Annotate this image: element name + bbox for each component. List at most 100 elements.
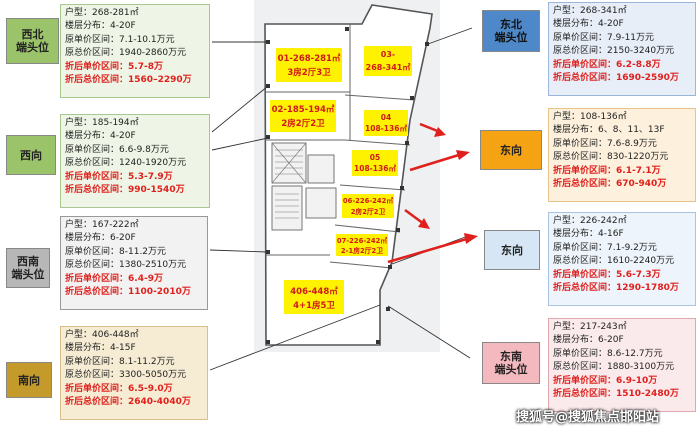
- tag-southwest: 西南 端头位: [6, 248, 50, 288]
- direction-arrows: [387, 122, 478, 264]
- orig-total-value: 2150-3240万元: [607, 46, 675, 57]
- disc-total-label: 折后总价区间：: [65, 185, 129, 196]
- floors-value: 4-20F: [110, 131, 136, 142]
- unit-07-line1: 07-226-242㎡: [337, 236, 387, 245]
- floors-label: 楼层分布：: [65, 233, 111, 244]
- floors-label: 楼层分布：: [553, 229, 599, 240]
- unit-03-line1: 03-: [381, 50, 395, 59]
- disc-total-label: 折后总价区间：: [553, 389, 617, 400]
- disc-unit-value: 6.4-9万: [128, 273, 163, 284]
- unit-01-line1: 01-268-281㎡: [278, 53, 341, 64]
- disc-unit-value: 6.9-10万: [616, 375, 658, 386]
- disc-unit-label: 折后单价区间：: [65, 383, 129, 394]
- floors-value: 4-20F: [598, 19, 624, 30]
- disc-unit-value: 6.1-7.1万: [616, 165, 661, 176]
- watermark: 搜狐号@搜狐焦点邯阳站: [516, 410, 660, 425]
- building-outline: [264, 4, 433, 346]
- orig-total-value: 830-1220万元: [607, 152, 669, 163]
- type-label: 户型：: [65, 220, 93, 230]
- orig-unit-label: 原单价区间：: [553, 242, 608, 253]
- floors-value: 4-15F: [110, 343, 136, 354]
- tag-east-1: 东向: [480, 130, 542, 170]
- unit-labels: 01-268-281㎡ 3房2厅3卫 03- 268-341㎡ 02-185-1…: [270, 46, 412, 314]
- orig-unit-label: 原单价区间：: [65, 34, 120, 45]
- orig-total-value: 1880-3100万元: [607, 362, 675, 373]
- floors-label: 楼层分布：: [65, 131, 111, 142]
- orig-unit-value: 7.1-9.2万元: [607, 242, 657, 253]
- unit-05-label[interactable]: [352, 150, 398, 176]
- orig-total-label: 原总价区间：: [553, 362, 608, 373]
- unit-06-line2: 2房2厅2卫: [351, 207, 386, 216]
- info-northwest: 户型：268-281㎡ 楼层分布：4-20F 原单价区间：7.1-10.1万元 …: [60, 4, 210, 98]
- unit-08-label[interactable]: [284, 280, 344, 314]
- orig-total-label: 原总价区间：: [553, 46, 608, 57]
- type-value: 167-222㎡: [92, 220, 139, 230]
- disc-total-value: 670-940万: [616, 179, 667, 190]
- unit-04-label[interactable]: [364, 110, 408, 136]
- orig-unit-label: 原单价区间：: [553, 138, 608, 149]
- orig-total-label: 原总价区间：: [65, 260, 120, 271]
- disc-unit-label: 折后单价区间：: [65, 61, 129, 72]
- orig-total-label: 原总价区间：: [65, 370, 120, 381]
- orig-total-label: 原总价区间：: [65, 158, 120, 169]
- unit-04-line2: 108-136㎡: [365, 123, 407, 133]
- orig-total-value: 1940-2860万元: [119, 48, 187, 59]
- type-label: 户型：: [553, 112, 581, 122]
- info-east-1: 户型：108-136㎡ 楼层分布：6、8、11、13F 原单价区间：7.6-8.…: [548, 108, 696, 202]
- orig-total-label: 原总价区间：: [553, 256, 608, 267]
- disc-total-value: 1690-2590万: [616, 73, 679, 84]
- unit-03-label[interactable]: [364, 46, 412, 76]
- unit-02-line1: 02-185-194㎡: [272, 104, 335, 115]
- orig-unit-label: 原单价区间：: [553, 32, 608, 43]
- type-label: 户型：: [65, 118, 93, 128]
- unit-07-label[interactable]: [336, 234, 388, 256]
- unit-03-line2: 268-341㎡: [366, 62, 411, 72]
- unit-04-line1: 04: [381, 113, 391, 122]
- tag-northeast: 东北 端头位: [482, 10, 540, 52]
- orig-total-label: 原总价区间：: [553, 152, 608, 163]
- tag-west: 西向: [6, 135, 56, 175]
- info-southeast: 户型：217-243㎡ 楼层分布：6-20F 原单价区间：8.6-12.7万元 …: [548, 318, 696, 412]
- tag-southeast: 东南 端头位: [482, 342, 540, 384]
- disc-unit-label: 折后单价区间：: [65, 273, 129, 284]
- unit-01-label[interactable]: [276, 48, 342, 82]
- type-value: 226-242㎡: [580, 216, 627, 226]
- disc-total-value: 1510-2480万: [616, 389, 679, 400]
- orig-total-value: 1240-1920万元: [119, 158, 187, 169]
- interior-walls: [265, 24, 416, 269]
- unit-08-line1: 406-448㎡: [290, 286, 338, 297]
- unit-05-line2: 108-136㎡: [354, 163, 396, 173]
- floors-label: 楼层分布：: [65, 343, 111, 354]
- disc-total-label: 折后总价区间：: [553, 179, 617, 190]
- floors-value: 4-20F: [110, 21, 136, 32]
- floors-label: 楼层分布：: [553, 335, 599, 346]
- floors-value: 6-20F: [110, 233, 136, 244]
- orig-unit-value: 8.6-12.7万元: [607, 348, 663, 359]
- disc-total-value: 1560–2290万: [128, 75, 192, 86]
- disc-total-label: 折后总价区间：: [65, 287, 129, 298]
- disc-unit-value: 5.6-7.3万: [616, 269, 661, 280]
- orig-total-value: 1610-2240万元: [607, 256, 675, 267]
- floors-value: 6-20F: [598, 335, 624, 346]
- type-value: 217-243㎡: [580, 322, 627, 332]
- unit-02-label[interactable]: [270, 100, 336, 132]
- tag-east-2: 东向: [484, 230, 540, 270]
- floors-value: 4-16F: [598, 229, 624, 240]
- type-label: 户型：: [553, 6, 581, 16]
- unit-02-line2: 2房2厅2卫: [281, 118, 325, 129]
- disc-total-label: 折后总价区间：: [65, 75, 129, 86]
- type-label: 户型：: [553, 216, 581, 226]
- floors-label: 楼层分布：: [553, 19, 599, 30]
- orig-unit-label: 原单价区间：: [65, 356, 120, 367]
- unit-07-line2: 2-1房2厅2卫: [341, 246, 383, 255]
- floors-label: 楼层分布：: [553, 125, 599, 136]
- unit-01-line2: 3房2厅3卫: [287, 67, 331, 78]
- orig-unit-label: 原单价区间：: [65, 246, 120, 257]
- unit-06-label[interactable]: [342, 194, 394, 218]
- orig-total-label: 原总价区间：: [65, 48, 120, 59]
- disc-unit-value: 6.5-9.0万: [128, 383, 173, 394]
- orig-unit-value: 7.9-11万元: [607, 32, 655, 43]
- disc-unit-label: 折后单价区间：: [553, 269, 617, 280]
- unit-05-line1: 05: [370, 153, 380, 162]
